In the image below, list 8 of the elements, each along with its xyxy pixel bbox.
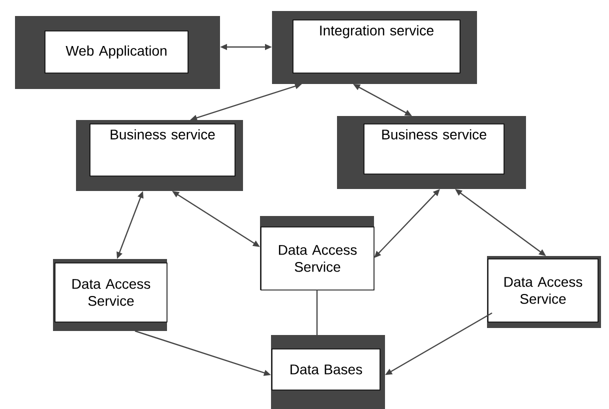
service-box: Integration service xyxy=(272,11,477,84)
service-box: Business service xyxy=(337,116,526,189)
service-box: Business service xyxy=(76,120,243,191)
service-box: Data Access Service xyxy=(53,259,168,331)
service-box: Data Bases xyxy=(271,335,385,409)
service-box: Data Access Service xyxy=(260,216,374,290)
service-box: Web Application xyxy=(15,16,220,89)
service-box: Data Access Service xyxy=(487,256,601,328)
